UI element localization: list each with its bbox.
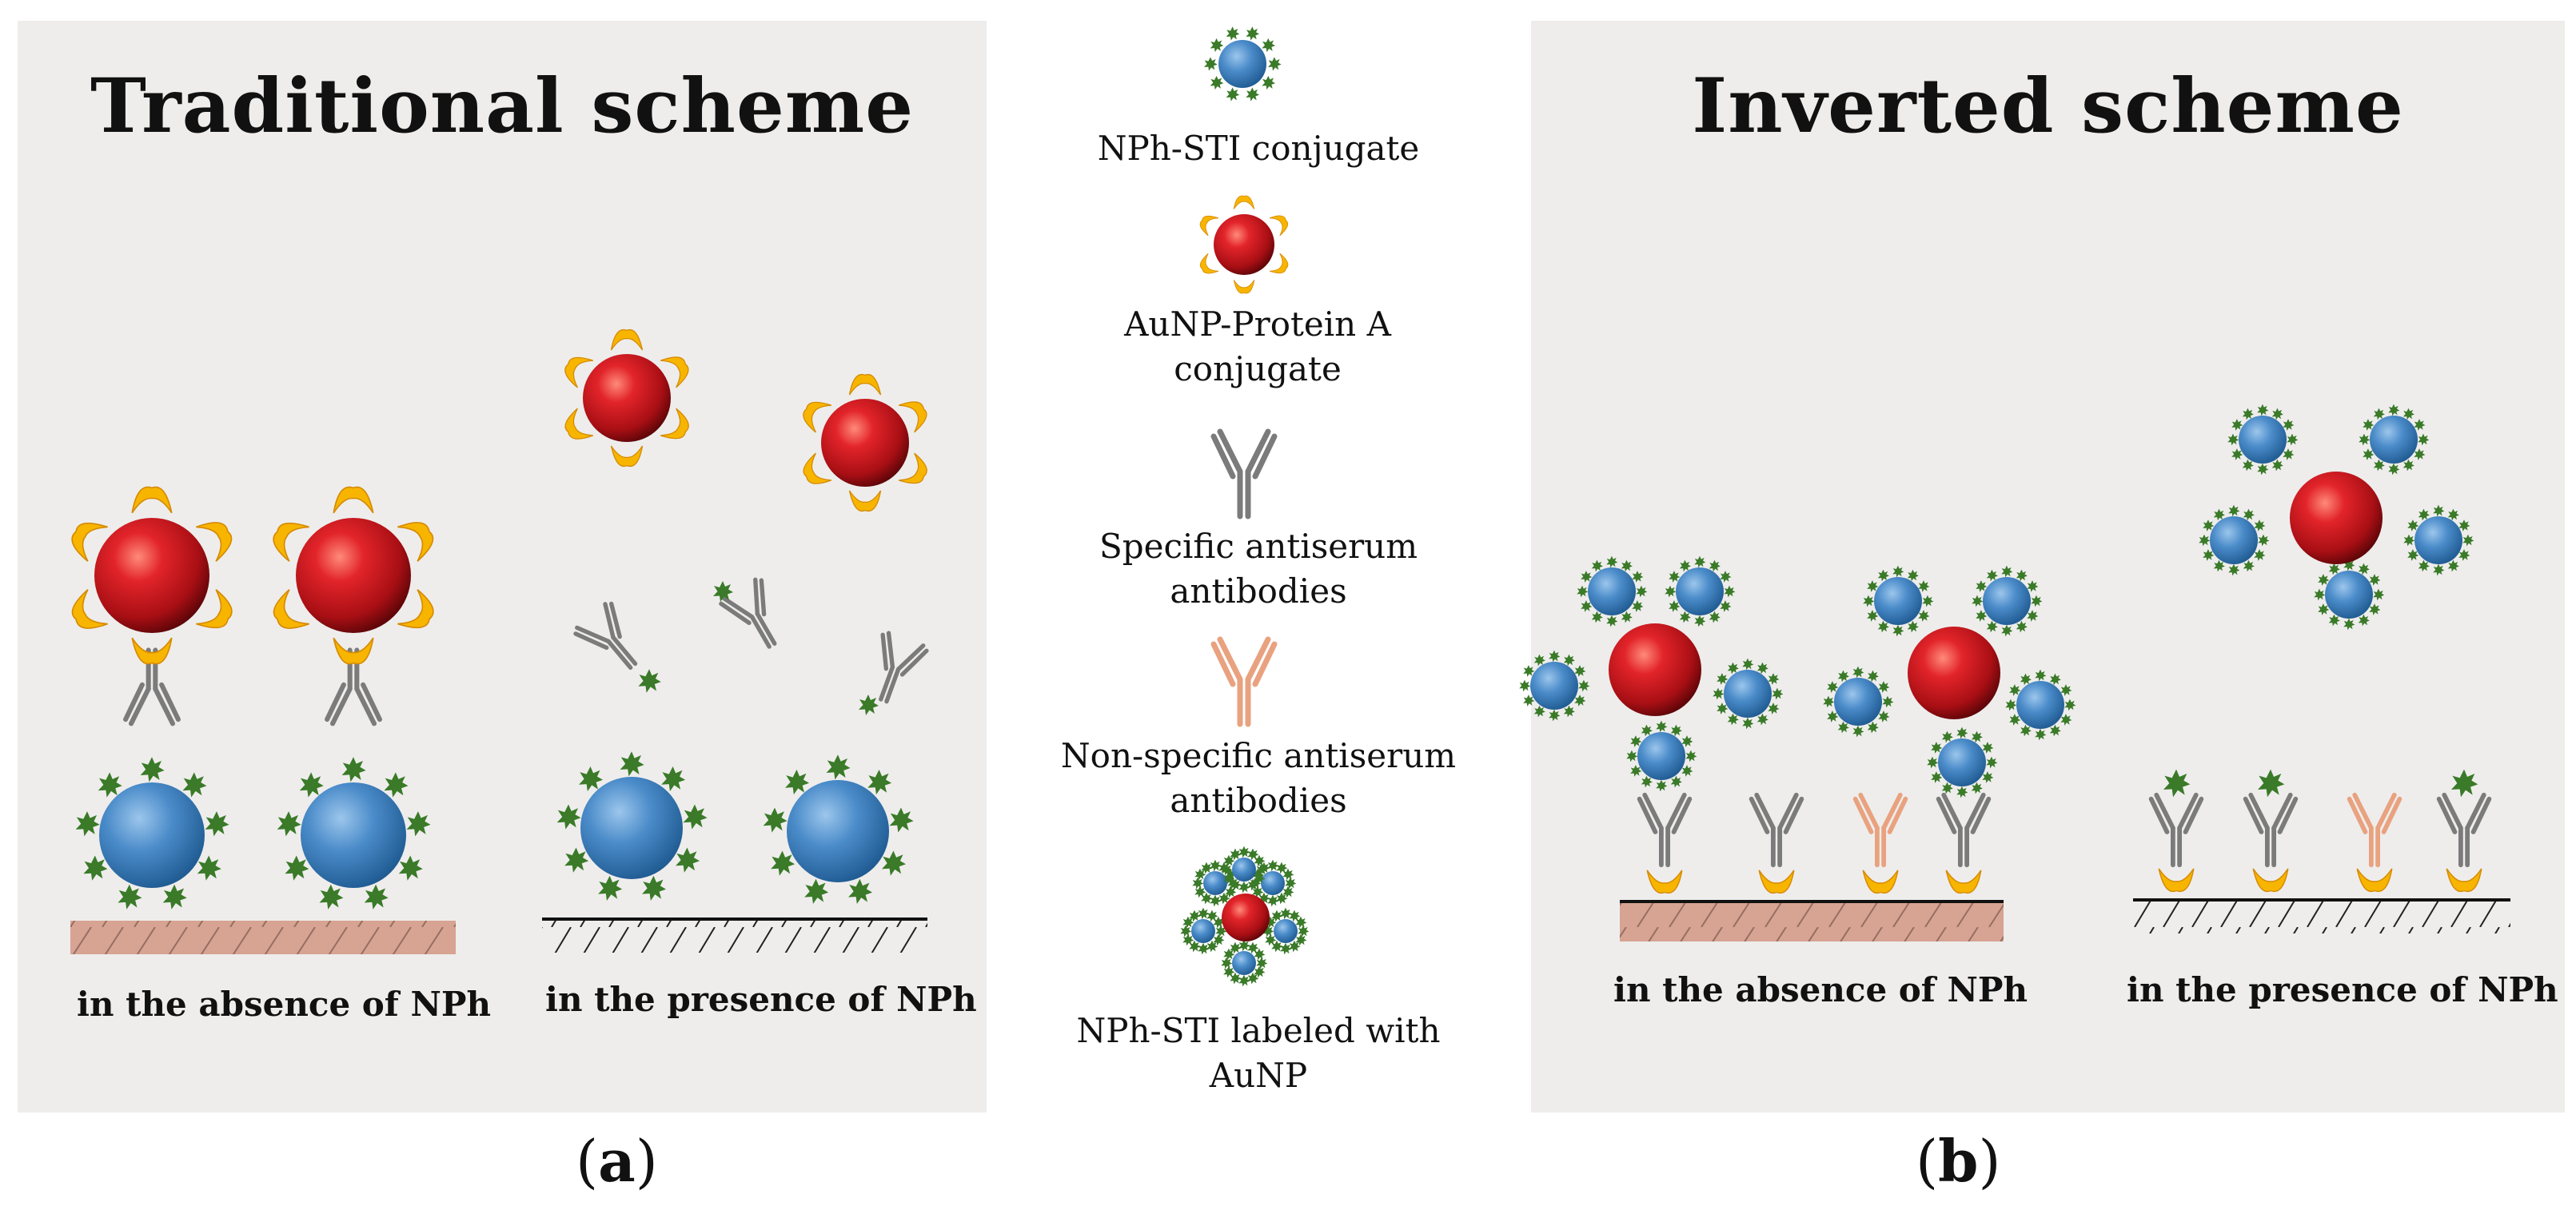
nph-sti-conjugate (2199, 504, 2270, 576)
nph-sti-conjugate (1180, 907, 1227, 955)
specific-antibody (2246, 795, 2296, 865)
nph-sti-conjugate (1713, 658, 1784, 730)
legend-label-non-specific-antibodies: Non-specific antiserum antibodies (1060, 736, 1457, 820)
nph-sti-conjugate (1519, 650, 1590, 722)
non-specific-antibody (2350, 795, 2400, 865)
specific-antibody (1939, 795, 1989, 865)
specific-antibody-with-nph (720, 577, 792, 657)
aunp-protein-a-conjugate (559, 328, 695, 468)
nph-sti-conjugate (1665, 555, 1736, 627)
panel-a-label: (a) (576, 1127, 658, 1195)
nph-sti-particle (556, 751, 708, 901)
legend-label-aunp-protein-a: AuNP-Protein A conjugate (1124, 304, 1391, 388)
nph-sti-conjugate (1927, 726, 1998, 798)
panel-a-caption-absence: in the absence of NPh (77, 985, 492, 1024)
nph-sti-conjugate (2314, 559, 2385, 631)
panel-b-caption-absence: in the absence of NPh (1613, 970, 2028, 1009)
nph-sti-labeled-aunp-complex (1519, 555, 1784, 792)
legend-nph-sti-conjugate-icon (1204, 26, 1282, 102)
nph-sti-particle (277, 757, 431, 910)
legend-label-nph-sti-labeled-aunp: NPh-STI labeled with AuNP (1076, 1011, 1441, 1095)
legend-label-specific-antibodies: Specific antiserum antibodies (1099, 527, 1418, 611)
panel-a-caption-presence: in the presence of NPh (545, 980, 977, 1019)
nph-sti-labeled-aunp-complex (1823, 565, 2076, 798)
specific-antibody-with-nph (862, 631, 928, 708)
nph-sti-conjugate (1221, 939, 1268, 987)
nph-sti-particle (75, 757, 229, 910)
panel-b-title: Inverted scheme (1692, 62, 2404, 150)
nph-sti-conjugate (1221, 846, 1268, 894)
nph-sti-conjugate (1863, 565, 1934, 637)
aunp-protein-a-conjugate (65, 486, 239, 665)
specific-antibody (2439, 795, 2490, 865)
nph-sti-conjugate (1626, 720, 1697, 792)
legend-specific-antibody-icon (1214, 432, 1274, 516)
legend-non-specific-antibody-icon (1214, 639, 1274, 724)
nph-sti-conjugate (1192, 859, 1239, 907)
legend-aunp-protein-a-icon (1196, 195, 1292, 294)
nph-sti-conjugate (2227, 404, 2299, 476)
nph-sti-conjugate (1262, 907, 1310, 955)
panel-b-label: (b) (1916, 1127, 2001, 1195)
specific-antibody (1752, 795, 1802, 865)
nph-sti-conjugate (1972, 565, 2043, 637)
panel-b-caption-presence: in the presence of NPh (2127, 970, 2558, 1009)
nph-sti-labeled-aunp-free (2199, 404, 2474, 631)
specific-antibody (1640, 795, 1690, 865)
nph-sti-particle (763, 754, 914, 904)
aunp-protein-a-conjugate (266, 486, 441, 665)
legend-nph-sti-labeled-aunp-icon (1180, 846, 1310, 987)
specific-antibody (2151, 795, 2202, 865)
nph-sti-conjugate (1250, 859, 1297, 907)
nph-sti-conjugate (1823, 666, 1894, 738)
specific-antibody-with-nph (573, 601, 651, 681)
nph-sti-conjugate (2359, 404, 2430, 476)
legend-label-nph-sti-conjugate: NPh-STI conjugate (1097, 129, 1420, 168)
nph-sti-conjugate (2403, 504, 2474, 576)
nph-sti-conjugate (2005, 669, 2076, 741)
non-specific-antibody (1856, 795, 1906, 865)
panel-a-title: Traditional scheme (90, 62, 915, 150)
nph-sti-conjugate (1577, 555, 1648, 627)
aunp-protein-a-conjugate (797, 373, 933, 512)
